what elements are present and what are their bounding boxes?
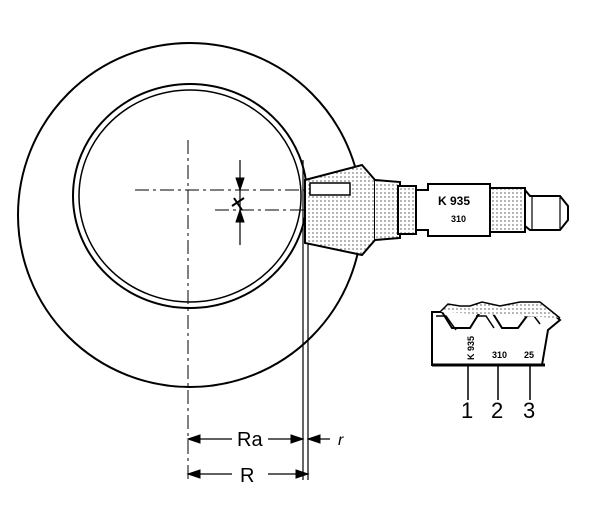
pinion-shaft	[397, 183, 569, 237]
shaft-number-label: 310	[451, 214, 466, 224]
dimension-ra	[186, 434, 330, 444]
angle-marker	[231, 160, 245, 245]
gear-inner-bore	[72, 83, 308, 309]
callout-3: 3	[523, 398, 535, 423]
dimension-r	[186, 469, 310, 479]
pinion-cone	[304, 163, 401, 257]
ra-label: Ra	[237, 429, 263, 451]
tooth-detail-inset	[431, 301, 562, 367]
tooth-mark-1: K 935	[466, 336, 476, 360]
callout-1: 1	[461, 398, 473, 423]
R-label: R	[240, 465, 254, 487]
tooth-mark-3: 25	[524, 350, 534, 360]
callout-leaders	[467, 365, 531, 400]
shaft-code-label: K 935	[438, 194, 470, 208]
tooth-mark-2: 310	[492, 350, 507, 360]
callout-2: 2	[491, 398, 503, 423]
r-label: r	[338, 432, 344, 449]
